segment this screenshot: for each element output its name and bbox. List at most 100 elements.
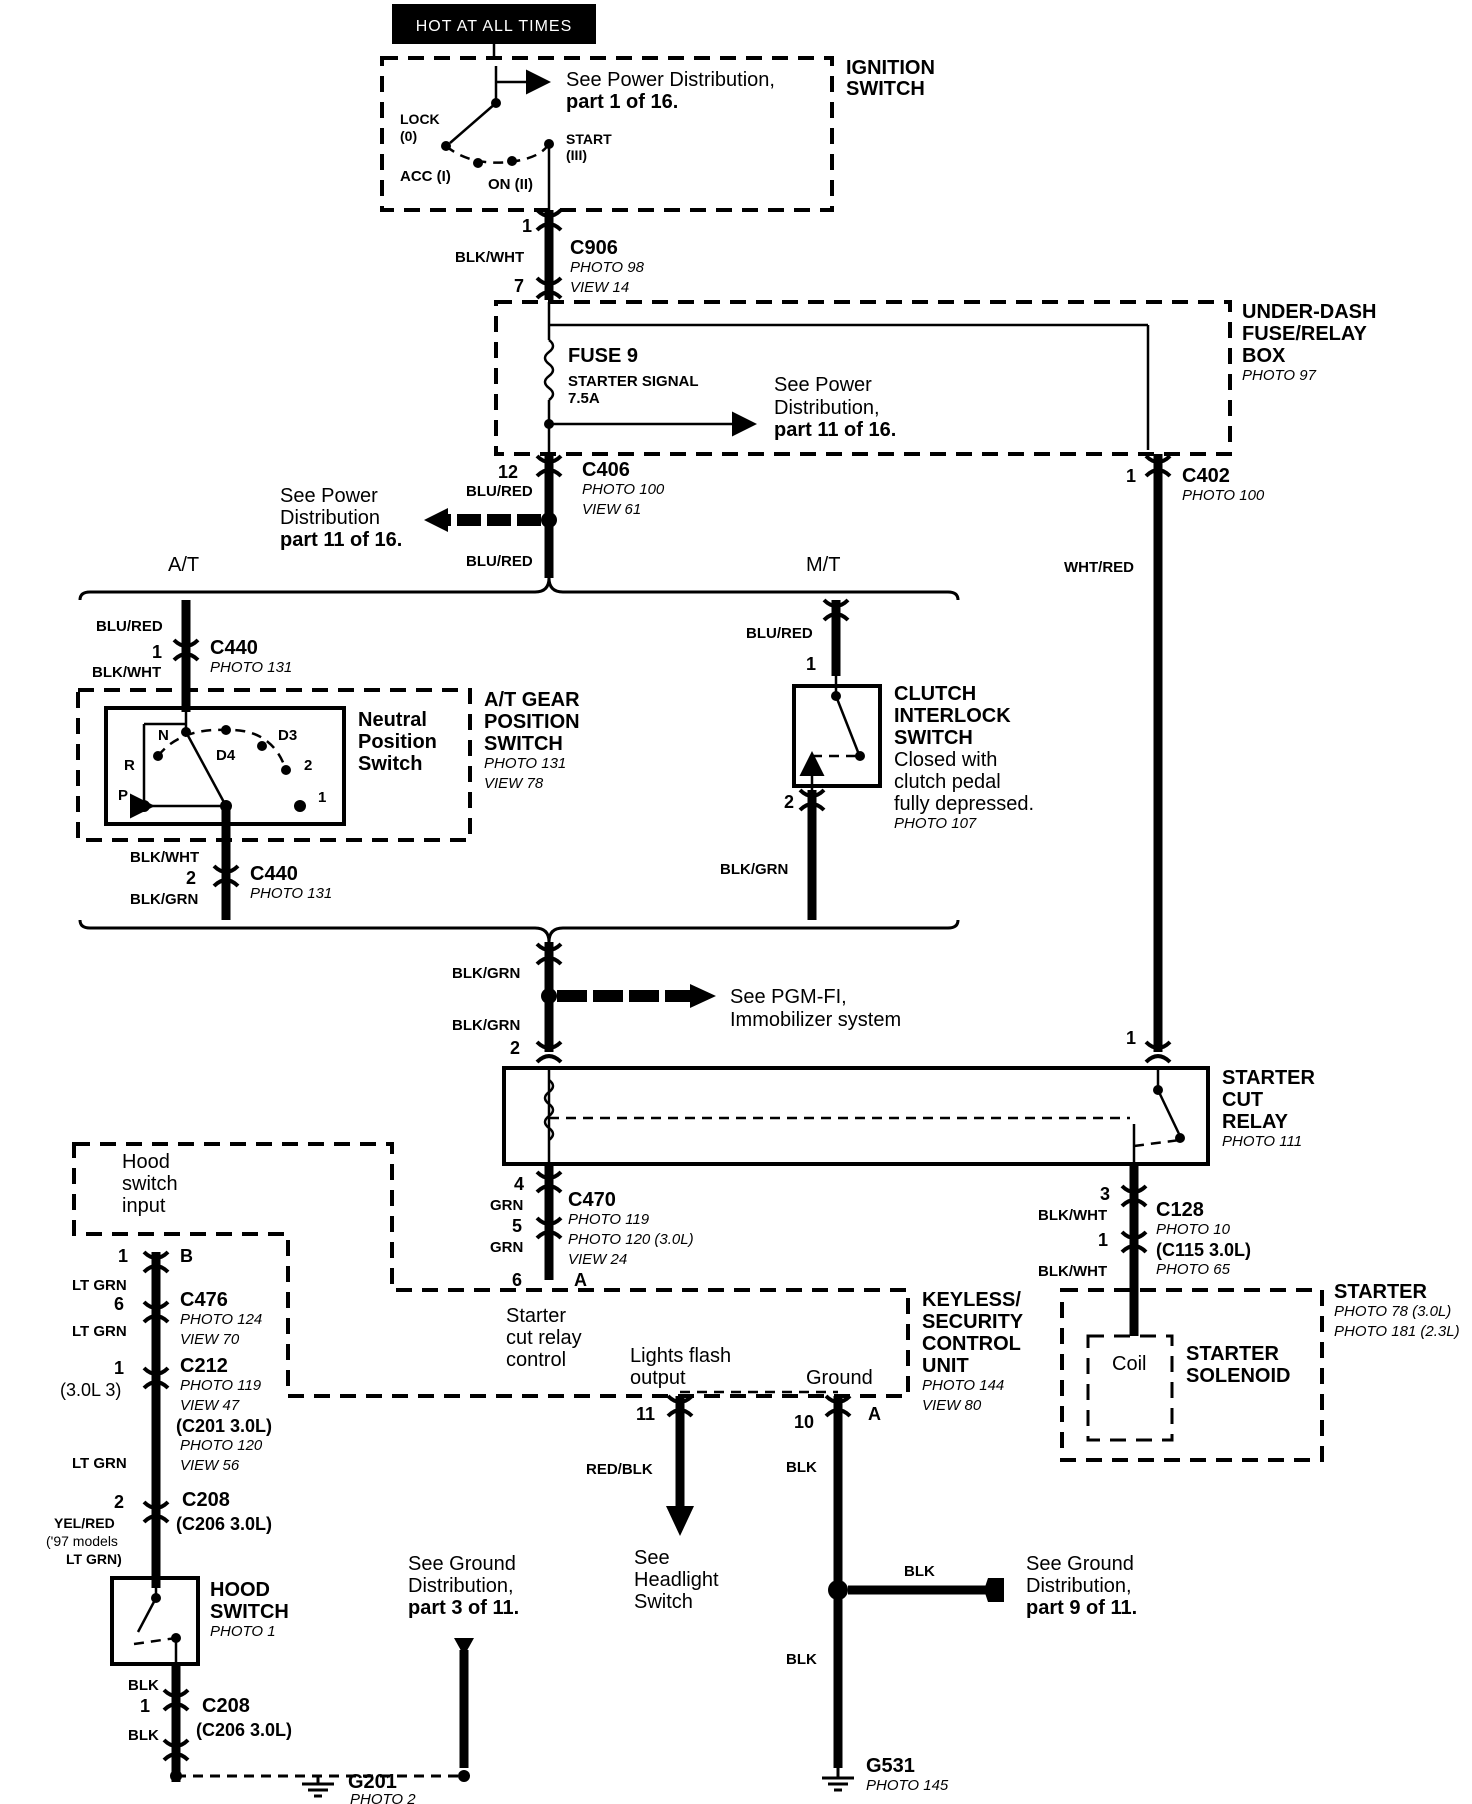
diagram-label: C208	[202, 1695, 250, 1717]
diagram-label: 2	[114, 1492, 124, 1512]
diagram-label: C128	[1156, 1199, 1204, 1221]
diagram-label: PHOTO 78 (3.0L)	[1334, 1303, 1451, 1320]
diagram-label: C406	[582, 459, 630, 481]
diagram-label: GRN	[490, 1239, 523, 1256]
diagram-label: Neutral	[358, 709, 427, 731]
diagram-label: WHT/RED	[1064, 559, 1134, 576]
diagram-label: BLU/RED	[466, 483, 533, 500]
diagram-label: PHOTO 65	[1156, 1261, 1231, 1278]
connector-c128: 3 BLK/WHT 1 BLK/WHT C128 PHOTO 10 (C115 …	[1038, 1164, 1251, 1290]
diagram-label: 6	[512, 1270, 522, 1290]
diagram-label: C212	[180, 1355, 228, 1377]
diagram-label: PHOTO 98	[570, 259, 645, 276]
diagram-label: G531	[866, 1755, 915, 1777]
diagram-label: VIEW 78	[484, 775, 544, 792]
diagram-label: HOT AT ALL TIMES	[416, 18, 573, 35]
diagram-label: BLK/WHT	[92, 664, 161, 681]
diagram-label: fully depressed.	[894, 793, 1034, 815]
diagram-label: part 9 of 11.	[1026, 1597, 1137, 1619]
diagram-label: BLK/WHT	[130, 849, 199, 866]
diagram-label: 7	[514, 276, 524, 296]
diagram-label: PHOTO 107	[894, 815, 977, 832]
diagram-label: BLK	[128, 1727, 159, 1744]
diagram-label: C906	[570, 237, 618, 259]
diagram-label: A	[868, 1404, 881, 1424]
diagram-label: PHOTO 100	[582, 481, 665, 498]
diagram-label: See Power	[774, 374, 872, 396]
diagram-label: output	[630, 1367, 686, 1389]
diagram-label: BLU/RED	[96, 618, 163, 635]
diagram-label: 2	[304, 757, 312, 774]
diagram-label: 2	[784, 792, 794, 812]
diagram-label: PHOTO 131	[250, 885, 332, 902]
diagram-label: (C201 3.0L)	[176, 1416, 272, 1436]
diagram-label: STARTER SIGNAL	[568, 373, 699, 390]
diagram-label: CLUTCH	[894, 683, 976, 705]
diagram-label: (3.0L 3)	[60, 1380, 121, 1400]
diagram-label: 5	[512, 1216, 522, 1236]
diagram-label: KEYLESS/	[922, 1289, 1021, 1311]
diagram-label: SWITCH	[210, 1601, 289, 1623]
diagram-label: control	[506, 1349, 566, 1371]
diagram-label: VIEW 61	[582, 501, 641, 518]
diagram-label: N	[158, 727, 169, 744]
diagram-label: See Power	[280, 485, 378, 507]
diagram-label: UNDER-DASH	[1242, 301, 1376, 323]
connector-c406: 12 BLU/RED C406 PHOTO 100 VIEW 61	[466, 454, 665, 578]
diagram-label: 10	[794, 1412, 814, 1432]
diagram-label: 1	[806, 654, 816, 674]
diagram-label: part 11 of 16.	[280, 529, 402, 551]
ground-g531: BLK BLK See Ground Distribution, part 9 …	[786, 1394, 1137, 1794]
diagram-label: 2	[510, 1038, 520, 1058]
diagram-label: VIEW 47	[180, 1397, 240, 1414]
diagram-label: 11	[636, 1404, 655, 1424]
diagram-label: A	[574, 1270, 587, 1290]
diagram-label: clutch pedal	[894, 771, 1001, 793]
keyless-security-control-unit: Hood switch input Starter cut relay cont…	[72, 1142, 1024, 1432]
diagram-label: VIEW 70	[180, 1331, 240, 1348]
diagram-label: LT GRN	[72, 1323, 127, 1340]
diagram-label: P	[118, 787, 128, 804]
diagram-label: BLK/WHT	[1038, 1207, 1107, 1224]
diagram-label: See PGM-FI,	[730, 986, 847, 1008]
diagram-label: R	[124, 757, 135, 774]
under-dash-fuse-relay-box: UNDER-DASH FUSE/RELAY BOX PHOTO 97 FUSE …	[494, 300, 1376, 456]
diagram-label: LOCK	[400, 111, 440, 127]
diagram-label: FUSE 9	[568, 345, 638, 367]
diagram-label: See Ground	[408, 1553, 516, 1575]
at-gear-position-switch: BLU/RED 1 BLK/WHT C440 PHOTO 131 Neutral…	[76, 600, 580, 920]
starter-cut-relay: 2 1 STARTER CUT RELAY PHOTO 111	[502, 1028, 1316, 1166]
diagram-label: 1	[114, 1358, 124, 1378]
diagram-label: G201	[348, 1771, 397, 1793]
diagram-label: PHOTO 10	[1156, 1221, 1231, 1238]
diagram-label: BLU/RED	[746, 625, 813, 642]
diagram-label: PHOTO 120	[180, 1437, 263, 1454]
diagram-label: 1	[152, 642, 162, 662]
diagram-label: CUT	[1222, 1089, 1263, 1111]
diagram-label: (C115 3.0L)	[1156, 1240, 1251, 1260]
diagram-label: PHOTO 124	[180, 1311, 262, 1328]
diagram-label: SOLENOID	[1186, 1365, 1290, 1387]
diagram-label: VIEW 14	[570, 279, 629, 296]
diagram-label: PHOTO 131	[484, 755, 566, 772]
diagram-label: 1	[522, 216, 532, 236]
diagram-label: C440	[250, 863, 298, 885]
diagram-label: A/T GEAR	[484, 689, 580, 711]
diagram-label: (C206 3.0L)	[176, 1514, 272, 1534]
wire-label-blu-red: BLU/RED	[466, 553, 533, 570]
clutch-interlock-switch: BLU/RED 1 2 BLK/GRN CLUTCH INTERLOCK SWI…	[720, 598, 1034, 920]
diagram-label: STARTER	[1186, 1343, 1280, 1365]
diagram-label: Distribution,	[408, 1575, 514, 1597]
connector-c906: 1 7 BLK/WHT C906 PHOTO 98 VIEW 14	[455, 208, 645, 300]
diagram-label: See Ground	[1026, 1553, 1134, 1575]
diagram-label: Switch	[634, 1591, 693, 1613]
diagram-label: PHOTO 181 (2.3L)	[1334, 1323, 1460, 1340]
diagram-label: Distribution	[280, 507, 380, 529]
diagram-label: PHOTO 97	[1242, 367, 1317, 384]
diagram-label: part 1 of 16.	[566, 91, 678, 113]
diagram-label: LT GRN	[72, 1455, 127, 1472]
diagram-label: BOX	[1242, 345, 1286, 367]
ignition-switch: IGNITION SWITCH See Power Distribution, …	[380, 56, 935, 212]
diagram-label: (C206 3.0L)	[196, 1720, 292, 1740]
